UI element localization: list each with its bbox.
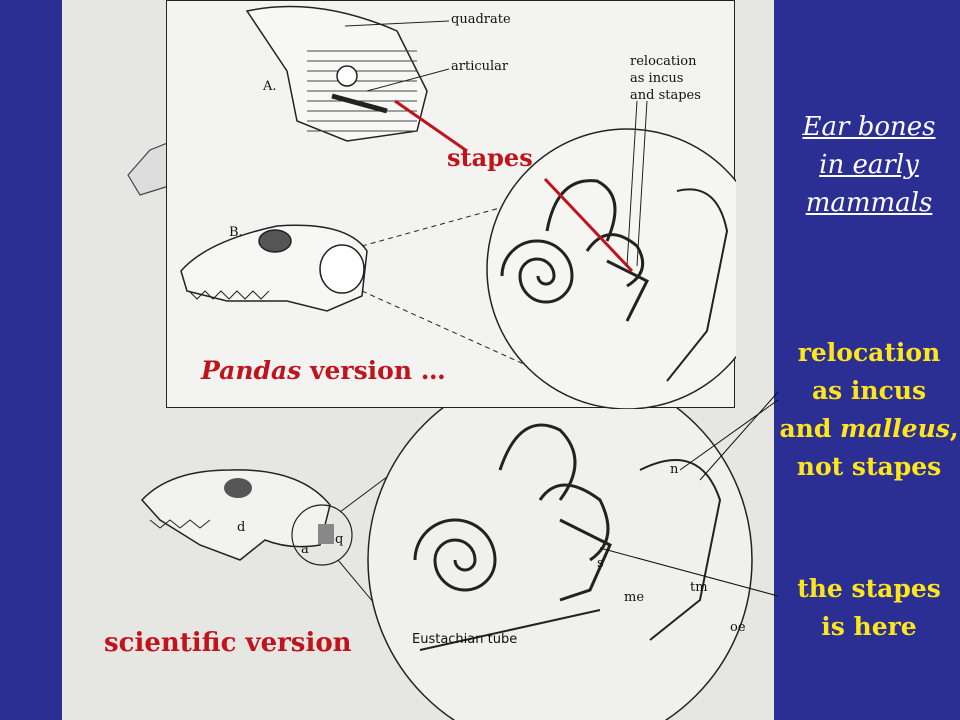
pointer-articular — [366, 68, 450, 92]
red-line-b — [543, 177, 634, 273]
label-b-inset: B. — [229, 225, 243, 240]
skull-b — [180, 224, 368, 312]
side-reloc-4: not stapes — [796, 452, 942, 481]
label-s: s — [597, 556, 604, 571]
ear-drawing-inset — [500, 179, 729, 382]
side-relocation: relocation as incus and malleus, not sta… — [778, 334, 960, 486]
label-quadrate: quadrate — [451, 12, 511, 27]
label-q: q — [335, 532, 344, 547]
lower-skull — [140, 469, 331, 561]
label-tm: tm — [690, 580, 708, 595]
reloc-line-2: as incus — [630, 71, 684, 86]
pointer-incus — [679, 399, 779, 471]
reloc-comma: , — [949, 414, 959, 443]
pandas-rest: version … — [301, 356, 446, 385]
reloc-line-1: relocation — [630, 54, 697, 69]
pandas-version-label: Pandas version … — [201, 356, 446, 385]
label-a-inset: A. — [263, 79, 277, 94]
pointer-malleus — [699, 391, 779, 481]
pandas-inset: A. B. quadrate articular relocation as i… — [166, 0, 736, 409]
label-a: a — [301, 542, 309, 557]
side-reloc-1: relocation — [797, 338, 941, 367]
side-stapes: the stapes is here — [778, 570, 960, 646]
skull-a — [245, 5, 428, 142]
pointer-reloc-1 — [626, 100, 638, 267]
label-d: d — [237, 520, 246, 535]
pointer-reloc-2 — [636, 100, 648, 267]
side-title: Ear bones in early mammals — [778, 108, 960, 222]
ear-detail-circle — [367, 367, 753, 720]
joint-circle — [291, 504, 353, 566]
pointer-quadrate — [344, 20, 450, 27]
quadrate-hatch — [318, 524, 334, 544]
reloc-line-3: and stapes — [630, 88, 701, 103]
dash-top — [361, 205, 508, 247]
label-me: me — [624, 590, 645, 605]
label-n: n — [670, 462, 679, 477]
red-line-a — [394, 99, 468, 153]
pointer-stapes — [599, 547, 779, 597]
side-reloc-3: and malleus, — [778, 410, 960, 448]
label-relocation: relocation as incus and stapes — [630, 53, 701, 104]
title-line-2: in early — [819, 150, 919, 180]
stapes-label: stapes — [447, 143, 533, 172]
title-line-3: mammals — [805, 188, 933, 218]
reloc-and: and — [779, 414, 841, 443]
ear-drawing-lower — [413, 423, 722, 651]
side-stapes-1: the stapes — [797, 574, 941, 603]
pandas-italic: Pandas — [201, 356, 302, 385]
scientific-version-label: scientific version — [104, 628, 352, 658]
side-reloc-2: as incus — [811, 376, 927, 405]
inset-ear-circle — [486, 128, 736, 409]
label-oe: oe — [730, 620, 746, 635]
label-articular: articular — [451, 59, 509, 74]
inset-figure — [180, 5, 736, 409]
label-eustachian: Eustachian tube — [412, 632, 518, 647]
reloc-malleus: malleus — [840, 414, 950, 443]
title-line-1: Ear bones — [802, 112, 936, 142]
side-stapes-2: is here — [821, 612, 917, 641]
